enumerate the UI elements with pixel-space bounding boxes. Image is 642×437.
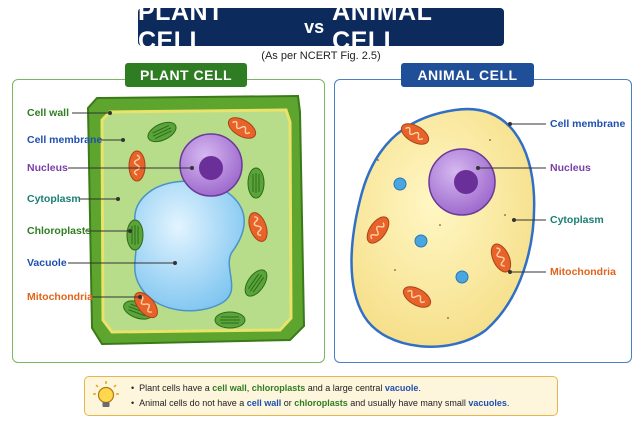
subtitle: (As per NCERT Fig. 2.5) bbox=[261, 50, 381, 62]
note-line-1: • Plant cells have a cell wall, chloropl… bbox=[131, 383, 421, 393]
title-right: ANIMAL CELL bbox=[332, 0, 432, 55]
label-animal-cytoplasm: Cytoplasm bbox=[550, 214, 604, 226]
note-line-2: • Animal cells do not have a cell wall o… bbox=[131, 398, 510, 408]
title-left: PLANT CELL bbox=[138, 0, 224, 55]
main-title: PLANT CELL vs ANIMAL CELL bbox=[138, 0, 504, 55]
plant-heading: PLANT CELL bbox=[125, 63, 247, 87]
label-animal-nucleus: Nucleus bbox=[550, 162, 591, 174]
label-plant-vacuole: Vacuole bbox=[27, 257, 67, 269]
animal-nucleus bbox=[428, 148, 496, 216]
plant-leader-lines bbox=[68, 111, 194, 299]
animal-heading: ANIMAL CELL bbox=[401, 63, 534, 87]
animal-cytoplasm-dots bbox=[377, 139, 506, 319]
label-plant-cytoplasm: Cytoplasm bbox=[27, 193, 81, 205]
plant-nucleus bbox=[179, 133, 243, 197]
label-plant-nucleus: Nucleus bbox=[27, 162, 68, 174]
plant-vacuole bbox=[133, 180, 245, 312]
label-animal-mitochondria: Mitochondria bbox=[550, 266, 616, 278]
label-plant-mitochondria: Mitochondria bbox=[27, 291, 93, 303]
animal-vacuoles bbox=[393, 177, 469, 284]
summary-note: • Plant cells have a cell wall, chloropl… bbox=[84, 376, 558, 416]
label-plant-cell-wall: Cell wall bbox=[27, 107, 70, 119]
label-animal-cell-membrane: Cell membrane bbox=[550, 118, 626, 130]
lightbulb-icon bbox=[93, 381, 119, 407]
animal-leader-lines bbox=[476, 122, 546, 274]
label-plant-cell-membrane: Cell membrane bbox=[27, 134, 103, 146]
title-vs: vs bbox=[304, 16, 325, 37]
label-plant-chloroplasts: Chloroplasts bbox=[27, 225, 92, 237]
